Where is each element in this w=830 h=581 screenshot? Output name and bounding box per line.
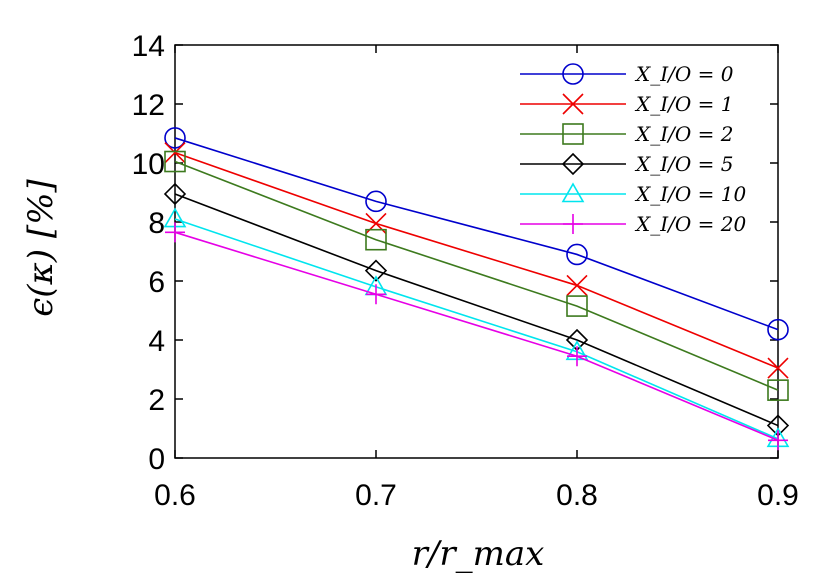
series-4 (163, 207, 790, 448)
series-line (174, 231, 779, 442)
y-axis: 0 2 4 6 8 10 12 14 (132, 30, 778, 476)
x-axis-label: r/r_max (412, 534, 545, 574)
legend-entry-4: X_I/O = 10 (520, 182, 746, 206)
y-tick-label: 10 (132, 148, 165, 181)
x-tick-label: 0.7 (355, 479, 397, 512)
data-point (164, 127, 186, 149)
legend-entry-0: X_I/O = 0 (520, 62, 734, 86)
series-line (174, 160, 779, 391)
y-tick-label: 4 (148, 325, 165, 358)
series-5 (165, 222, 788, 451)
legend-marker (563, 214, 583, 234)
series-line (174, 218, 779, 440)
x-tick-label: 0.9 (757, 479, 799, 512)
series-layer (163, 127, 790, 451)
data-point (768, 430, 788, 451)
data-point (164, 142, 186, 164)
series-line (174, 137, 779, 331)
series-1 (164, 142, 789, 379)
x-tick-label: 0.8 (556, 479, 598, 512)
series-0 (164, 127, 789, 341)
legend-entry-3: X_I/O = 5 (520, 152, 733, 176)
y-tick-label: 2 (148, 384, 165, 417)
y-axis-label: ϵ(κ) [%] (21, 179, 61, 317)
data-point (767, 318, 789, 341)
series-line (174, 151, 779, 369)
legend: X_I/O = 0 X_I/O = 1 X_I/O = 2 X_I/O = 5 X_I/… (520, 62, 746, 236)
legend-marker (561, 152, 585, 176)
data-point (365, 190, 387, 213)
legend-label: X_I/O = 10 (634, 182, 746, 206)
plot-border (174, 44, 779, 459)
legend-entry-1: X_I/O = 1 (520, 92, 733, 116)
series-line (174, 193, 779, 427)
y-tick-label: 0 (148, 443, 165, 476)
legend-entry-5: X_I/O = 20 (520, 212, 746, 236)
y-tick-label: 6 (148, 266, 165, 299)
data-point (163, 182, 187, 206)
data-point (567, 346, 587, 367)
data-point (366, 284, 386, 305)
data-point (364, 259, 388, 282)
y-tick-label: 12 (132, 89, 165, 122)
data-point (767, 379, 789, 401)
legend-label: X_I/O = 1 (634, 92, 733, 116)
x-tick-label: 0.6 (154, 479, 196, 512)
legend-entry-2: X_I/O = 2 (520, 122, 733, 146)
data-point (767, 357, 789, 379)
data-point (566, 243, 588, 266)
y-tick-label: 14 (132, 30, 165, 63)
legend-marker (562, 123, 584, 145)
legend-marker (561, 182, 585, 203)
data-point (566, 295, 588, 317)
data-point (365, 228, 387, 251)
legend-label: X_I/O = 5 (634, 152, 733, 176)
legend-marker (562, 93, 584, 115)
x-axis: 0.6 0.7 0.8 0.9 (154, 45, 799, 512)
legend-label: X_I/O = 0 (634, 62, 734, 86)
legend-marker (562, 63, 584, 85)
data-point (566, 274, 588, 296)
legend-label: X_I/O = 2 (634, 122, 733, 146)
legend-label: X_I/O = 20 (634, 212, 746, 236)
data-point (165, 222, 185, 243)
data-point (164, 150, 186, 173)
y-tick-label: 8 (148, 207, 165, 240)
plot-frame (174, 44, 779, 459)
series-2 (164, 150, 789, 401)
